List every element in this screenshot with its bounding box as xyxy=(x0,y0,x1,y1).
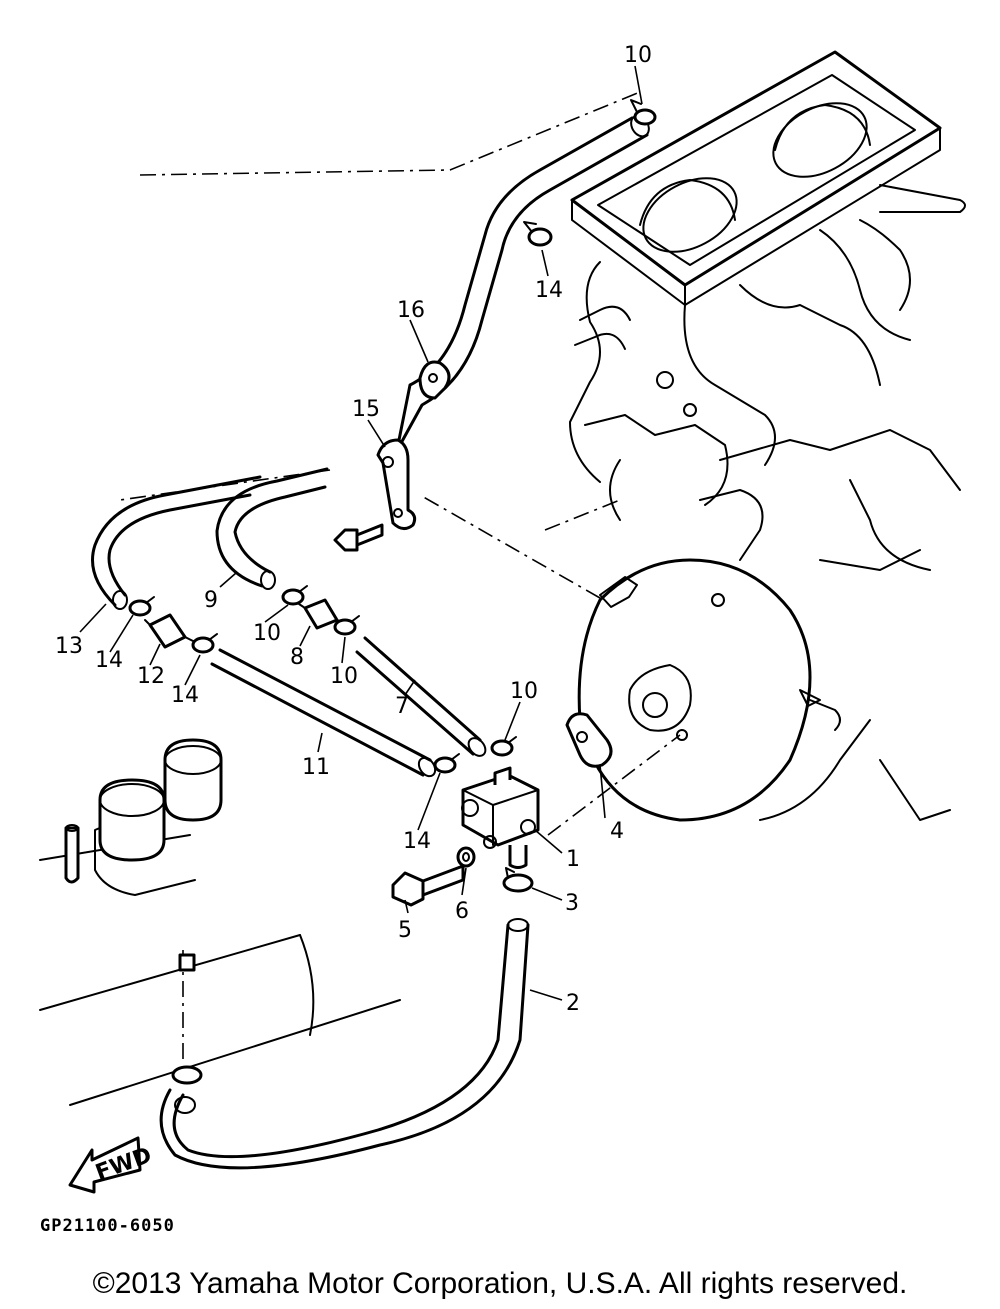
hose-clamp-14-upper xyxy=(523,221,553,247)
callout-7: 7 xyxy=(395,694,409,719)
callout-15: 15 xyxy=(352,397,380,422)
callout-13: 13 xyxy=(55,634,83,659)
callout-2: 2 xyxy=(566,991,580,1016)
hose-clip-16 xyxy=(418,360,451,400)
callout-11: 11 xyxy=(302,755,330,780)
fuel-cock-1 xyxy=(461,766,540,869)
callout-6: 6 xyxy=(455,899,469,924)
copyright-notice: ©2013 Yamaha Motor Corporation, U.S.A. A… xyxy=(92,1267,908,1300)
hose-clamp-14-lower xyxy=(433,753,460,774)
callout-16: 16 xyxy=(397,298,425,323)
hose-clamp-14-left xyxy=(128,596,155,617)
callout-14-upper: 14 xyxy=(535,278,563,303)
parts xyxy=(128,99,657,1085)
engine-assembly xyxy=(569,50,966,822)
callout-12: 12 xyxy=(137,664,165,689)
forward-arrow-icon: FWD xyxy=(68,1136,155,1194)
washer-6 xyxy=(456,846,476,868)
callout-14-left: 14 xyxy=(95,648,123,673)
tank-fitting xyxy=(171,953,203,1085)
callout-10-mid: 10 xyxy=(330,664,358,689)
callout-5: 5 xyxy=(398,918,412,943)
callout-8: 8 xyxy=(290,645,304,670)
drawing-code: GP21100-6050 xyxy=(40,1216,175,1236)
callout-10-top: 10 xyxy=(624,43,652,68)
callout-4: 4 xyxy=(610,819,624,844)
callout-14-mid: 14 xyxy=(171,683,199,708)
callout-labels: 10 14 16 15 9 13 14 12 14 10 8 10 7 11 1… xyxy=(55,43,652,1016)
fuel-filter-12 xyxy=(144,613,196,649)
bolt-5 xyxy=(391,864,465,907)
hose-clamp-10-right xyxy=(490,736,517,757)
callout-3: 3 xyxy=(565,891,579,916)
bracket-bolt xyxy=(333,523,384,552)
callout-1: 1 xyxy=(566,847,580,872)
callout-14-lower: 14 xyxy=(403,829,431,854)
leader-lines xyxy=(79,65,643,1001)
hose-clamp-14-mid xyxy=(191,633,218,654)
callout-10-right: 10 xyxy=(510,679,538,704)
hose-clamp-10-top xyxy=(630,99,657,126)
callout-9: 9 xyxy=(204,588,218,613)
hose-clamp-3 xyxy=(502,867,534,893)
hose-clamp-10-left xyxy=(281,585,308,606)
callout-10-left: 10 xyxy=(253,621,281,646)
gasket-4 xyxy=(565,712,613,768)
hose-bracket-15 xyxy=(376,438,417,530)
hose-clamp-10-mid xyxy=(333,615,360,636)
fuel-tank xyxy=(39,738,401,1106)
